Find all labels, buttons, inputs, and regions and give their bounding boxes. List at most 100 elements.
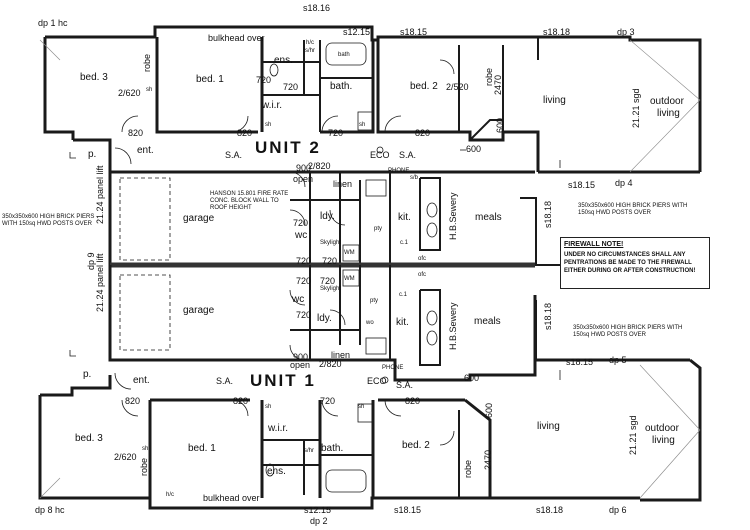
hc-u2: h/c xyxy=(306,40,315,46)
outdoor-shading xyxy=(39,39,701,499)
hanson-note: HANSON 15.801 FIRE RATE CONC. BLOCK WALL… xyxy=(210,191,289,211)
dp9-label: dp 9 xyxy=(86,252,96,270)
robe-u1-b: robe xyxy=(463,459,473,478)
room-ent-u2: ent. xyxy=(137,145,154,156)
room-living-u2: living xyxy=(543,95,566,106)
dim-820-c-u1: 820 xyxy=(405,396,421,406)
dim-s1215-top: s12.15 xyxy=(343,27,371,37)
dim-2x820-u2: 2/820 xyxy=(308,161,331,171)
room-outdoor-u2: outdoor xyxy=(650,96,684,107)
bulkhead-u1: bulkhead over xyxy=(203,493,260,503)
dim-720-a-u1: 720 xyxy=(320,396,336,406)
hbsewery-u2: H.B.Sewery xyxy=(448,192,458,240)
firewall-note: FIREWALL NOTE! UNDER NO CIRCUMSTANCES SH… xyxy=(560,237,710,289)
room-garage-u2: garage xyxy=(183,213,215,224)
sa-a-u2: S.A. xyxy=(225,150,243,160)
sa-b-u2: S.A. xyxy=(399,150,417,160)
room-ens-u1: ens. xyxy=(267,466,286,477)
shr-u2: s/hr xyxy=(305,48,316,54)
dim-2470-u1: 2470 xyxy=(483,449,493,470)
room-bed3-u1: bed. 3 xyxy=(75,433,103,444)
dim-open-u2: open xyxy=(293,174,314,184)
room-outdoor-living-u1: living xyxy=(652,435,675,446)
room-bed1-u1: bed. 1 xyxy=(188,443,216,454)
room-bed1-u2: bed. 1 xyxy=(196,74,224,85)
room-outdoor-u1: outdoor xyxy=(645,423,679,434)
dim-open-u1: open xyxy=(290,360,311,370)
robe-u1-a: robe xyxy=(139,457,149,476)
dim-s1818-bot: s18.18 xyxy=(536,505,564,515)
sa-a-u1: S.A. xyxy=(216,376,234,386)
dim-900-u2: 900 xyxy=(296,163,312,173)
c1-u1: c.1 xyxy=(399,292,408,298)
door-swings xyxy=(114,59,455,446)
room-ens-u2: ens. xyxy=(274,55,293,66)
room-bath-u2: bath. xyxy=(330,81,353,92)
panel-lift-u1: 21.24 panel lift xyxy=(95,165,105,224)
dim-720-e-u2: 720 xyxy=(296,256,312,266)
room-linen-u1: linen xyxy=(331,350,351,360)
sh-b-u2: sh xyxy=(265,122,272,128)
wm-u2: WM xyxy=(344,250,355,256)
unit1-title: UNIT 1 xyxy=(250,371,316,390)
hbsewery-u1: H.B.Sewery xyxy=(448,302,458,350)
firewall-note-title: FIREWALL NOTE! xyxy=(564,241,624,248)
room-wir-u1: w.i.r. xyxy=(268,423,289,434)
room-bed2-u1: bed. 2 xyxy=(402,440,430,451)
room-garage-u1: garage xyxy=(183,305,215,316)
dim-dp1hc: dp 1 hc xyxy=(38,18,68,28)
dim-820-b-u1: 820 xyxy=(233,396,249,406)
dim-dp2: dp 2 xyxy=(310,516,328,526)
eco-u1: ECO xyxy=(367,376,387,386)
dim-800-u1: 600 xyxy=(484,402,494,418)
plan-linework xyxy=(38,25,702,510)
dim-s1818-top: s18.18 xyxy=(543,27,571,37)
skylight-u2: Skylight xyxy=(320,240,342,246)
skylight-u1: Skylight xyxy=(320,286,342,292)
room-kit-u2: kit. xyxy=(398,212,411,223)
sh-a-u1: sh xyxy=(142,446,149,452)
ofc-u1: ofc xyxy=(418,272,427,278)
room-kit-u1: kit. xyxy=(396,317,409,328)
bulkhead-u2: bulkhead over xyxy=(208,33,265,43)
c1-u2: c.1 xyxy=(400,240,409,246)
dim-720-e-u1: 720 xyxy=(296,276,312,286)
dim-600-b-u2: 600 xyxy=(495,117,505,133)
pty-u1: pty xyxy=(370,298,379,304)
unit2-title: UNIT 2 xyxy=(255,138,321,157)
bath-tub-label-u2: bath xyxy=(338,52,350,58)
dim-720-f-u2: 720 xyxy=(322,256,338,266)
shr-u1: s/hr xyxy=(304,448,315,454)
sgd-u1: 21.21 sgd xyxy=(628,415,638,455)
dim-820-a-u1: 820 xyxy=(125,396,141,406)
dim-900-u1: 900 xyxy=(293,352,309,362)
room-living-u1: living xyxy=(537,421,560,432)
dim-2x620-u1: 2/620 xyxy=(114,452,137,462)
dim-720-d-u2: 720 xyxy=(293,218,309,228)
dim-dp4: dp 4 xyxy=(615,178,633,188)
dim-720-c-u2: 720 xyxy=(256,75,272,85)
wo-u1: wo xyxy=(366,320,374,326)
garage-dashed xyxy=(119,177,171,351)
dim-720-b-u2: 720 xyxy=(283,82,299,92)
room-meals-u2: meals xyxy=(475,212,502,223)
unit2-internal xyxy=(156,37,539,265)
unit2-walls xyxy=(43,25,702,360)
dim-s1816-top: s18.16 xyxy=(303,3,331,13)
room-outdoor-living-u2: living xyxy=(657,108,680,119)
dim-s1815-top: s18.15 xyxy=(400,27,428,37)
room-wc-u1: wc xyxy=(292,294,305,305)
s1818-mid-u1: s18.18 xyxy=(543,302,553,330)
dim-dp3: dp 3 xyxy=(617,27,635,37)
room-porch-u1: p. xyxy=(83,369,92,380)
dim-dp8hc: dp 8 hc xyxy=(35,505,65,515)
section-marks xyxy=(69,149,561,380)
sh-c-u2: sh xyxy=(359,122,366,128)
sh-a-u2: sh xyxy=(146,87,153,93)
sgd-u2: 21.21 sgd xyxy=(631,88,641,128)
room-wir-u2: w.i.r. xyxy=(262,100,283,111)
eco-u2: ECO xyxy=(370,150,390,160)
hc-u1: h/c xyxy=(166,492,175,498)
fixtures xyxy=(265,42,438,493)
